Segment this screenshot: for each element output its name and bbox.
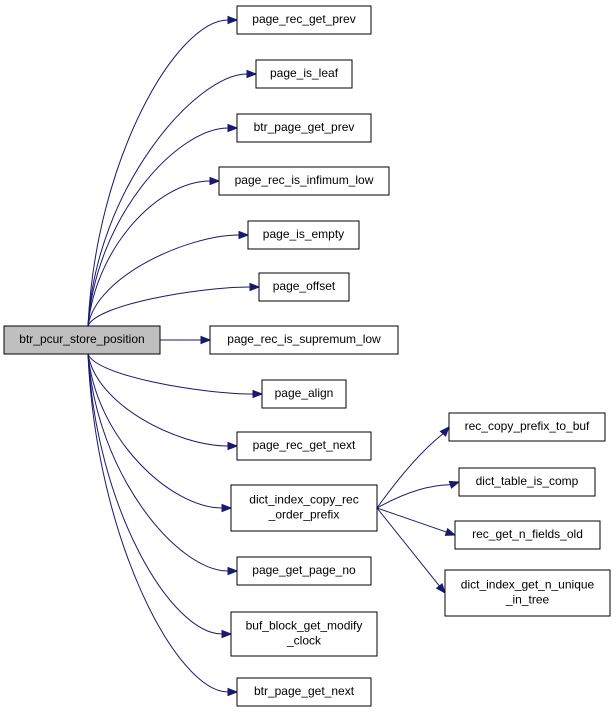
edge-root-to-n3-arrowhead xyxy=(227,123,239,133)
edge-root-to-n1 xyxy=(87,19,229,327)
edge-root-to-n8-arrowhead xyxy=(252,389,264,399)
callee-node-n11-box xyxy=(236,556,372,586)
edge-root-to-n7-arrowhead xyxy=(200,335,212,345)
callee-node-n1-label: page_rec_get_prev xyxy=(252,12,355,26)
edge-n10-to-m3-arrowhead xyxy=(444,527,457,536)
callee-node-n6-box xyxy=(258,272,350,302)
subcallee-node-m3-label: rec_get_n_fields_old xyxy=(472,527,583,541)
edge-root-to-n8 xyxy=(87,353,254,395)
callee-node-n2-box xyxy=(255,59,353,89)
edge-n10-to-m2 xyxy=(376,484,451,509)
edge-root-to-n13 xyxy=(87,353,229,693)
callee-node-n12-label: _clock xyxy=(286,634,322,648)
callee-node-n8[interactable]: page_align xyxy=(261,379,347,409)
edge-n10-to-m2-arrowhead xyxy=(448,480,461,489)
callee-node-n10-label: dict_index_copy_rec xyxy=(249,493,358,507)
callee-node-n1-box xyxy=(236,5,372,35)
edge-root-to-n9 xyxy=(87,353,229,447)
callee-node-n9-label: page_rec_get_next xyxy=(253,438,356,452)
subcallee-node-m4-label: dict_index_get_n_unique xyxy=(461,578,595,592)
subcallee-node-m4-box xyxy=(444,569,611,617)
edge-root-to-n6-arrowhead xyxy=(249,282,261,292)
callee-node-n13-label: btr_page_get_next xyxy=(254,684,355,698)
edge-n10-to-m3 xyxy=(376,507,447,533)
callee-node-n3-label: btr_page_get_prev xyxy=(254,120,355,134)
subcallee-node-m1-label: rec_copy_prefix_to_buf xyxy=(465,419,590,433)
callee-node-n2-label: page_is_leaf xyxy=(270,66,339,80)
root-node[interactable]: btr_pcur_store_position xyxy=(3,325,161,355)
callee-node-n10[interactable]: dict_index_copy_rec_order_prefix xyxy=(230,484,378,532)
subcallee-node-m1[interactable]: rec_copy_prefix_to_buf xyxy=(448,412,606,442)
callee-node-n13[interactable]: btr_page_get_next xyxy=(236,677,372,707)
root-node-label: btr_pcur_store_position xyxy=(19,332,144,346)
edge-root-to-n4 xyxy=(87,180,211,327)
edge-root-to-n9-arrowhead xyxy=(227,441,239,451)
edge-root-to-n3 xyxy=(87,127,229,327)
callee-node-n5-label: page_is_empty xyxy=(263,227,344,241)
subcallee-node-m3[interactable]: rec_get_n_fields_old xyxy=(454,520,601,550)
callee-node-n4[interactable]: page_rec_is_infimum_low xyxy=(218,166,390,196)
callee-node-n7-box xyxy=(209,325,399,355)
callee-node-n5-box xyxy=(247,220,360,250)
edge-n10-to-m1 xyxy=(376,433,444,509)
edge-root-to-n2 xyxy=(87,73,248,327)
callee-node-n10-label: _order_prefix xyxy=(268,508,340,522)
callee-node-n6[interactable]: page_offset xyxy=(258,272,350,302)
edge-root-to-n1-arrowhead xyxy=(227,15,239,25)
callee-node-n9-box xyxy=(236,431,372,461)
callee-node-n3-box xyxy=(236,113,372,143)
edge-n10-to-m4-arrowhead xyxy=(435,582,446,595)
callee-node-n10-box xyxy=(230,484,378,532)
callee-node-n5[interactable]: page_is_empty xyxy=(247,220,360,250)
edge-root-to-n10-arrowhead xyxy=(221,503,233,513)
callee-node-n4-label: page_rec_is_infimum_low xyxy=(235,173,374,187)
callee-node-n11[interactable]: page_get_page_no xyxy=(236,556,372,586)
edge-n10-to-m4 xyxy=(376,507,440,587)
edge-root-to-n12-arrowhead xyxy=(221,629,233,639)
subcallee-node-m2-box xyxy=(458,467,596,497)
callee-node-n13-box xyxy=(236,677,372,707)
edge-root-to-n11 xyxy=(87,353,229,572)
subcallee-node-m1-box xyxy=(448,412,606,442)
callee-node-n8-box xyxy=(261,379,347,409)
callee-node-n7[interactable]: page_rec_is_supremum_low xyxy=(209,325,399,355)
edge-root-to-n6 xyxy=(87,286,251,327)
callee-node-n9[interactable]: page_rec_get_next xyxy=(236,431,372,461)
edge-root-to-n13-arrowhead xyxy=(227,687,239,697)
callee-node-n8-label: page_align xyxy=(275,386,334,400)
subcallee-node-m4[interactable]: dict_index_get_n_unique_in_tree xyxy=(444,569,611,617)
root-node-box xyxy=(3,325,161,355)
edge-root-to-n5 xyxy=(87,234,240,327)
callee-node-n6-label: page_offset xyxy=(273,279,336,293)
callee-node-n4-box xyxy=(218,166,390,196)
edge-root-to-n12 xyxy=(87,353,223,635)
edge-root-to-n4-arrowhead xyxy=(209,176,221,186)
subcallee-node-m3-box xyxy=(454,520,601,550)
edge-root-to-n2-arrowhead xyxy=(246,69,258,79)
callee-node-n12[interactable]: buf_block_get_modify_clock xyxy=(230,611,378,657)
subcallee-node-m2[interactable]: dict_table_is_comp xyxy=(458,467,596,497)
subcallee-node-m2-label: dict_table_is_comp xyxy=(476,474,579,488)
callee-node-n11-label: page_get_page_no xyxy=(252,563,356,577)
callee-node-n12-label: buf_block_get_modify xyxy=(246,619,363,633)
subcallee-node-m4-label: _in_tree xyxy=(505,593,550,607)
callee-node-n7-label: page_rec_is_supremum_low xyxy=(227,332,381,346)
callee-node-n1[interactable]: page_rec_get_prev xyxy=(236,5,372,35)
edge-root-to-n11-arrowhead xyxy=(227,566,239,576)
callee-node-n3[interactable]: btr_page_get_prev xyxy=(236,113,372,143)
callee-node-n2[interactable]: page_is_leaf xyxy=(255,59,353,89)
callee-node-n12-box xyxy=(230,611,378,657)
edge-root-to-n10 xyxy=(87,353,223,509)
edge-root-to-n5-arrowhead xyxy=(238,230,250,240)
edge-n10-to-m1-arrowhead xyxy=(439,425,450,437)
